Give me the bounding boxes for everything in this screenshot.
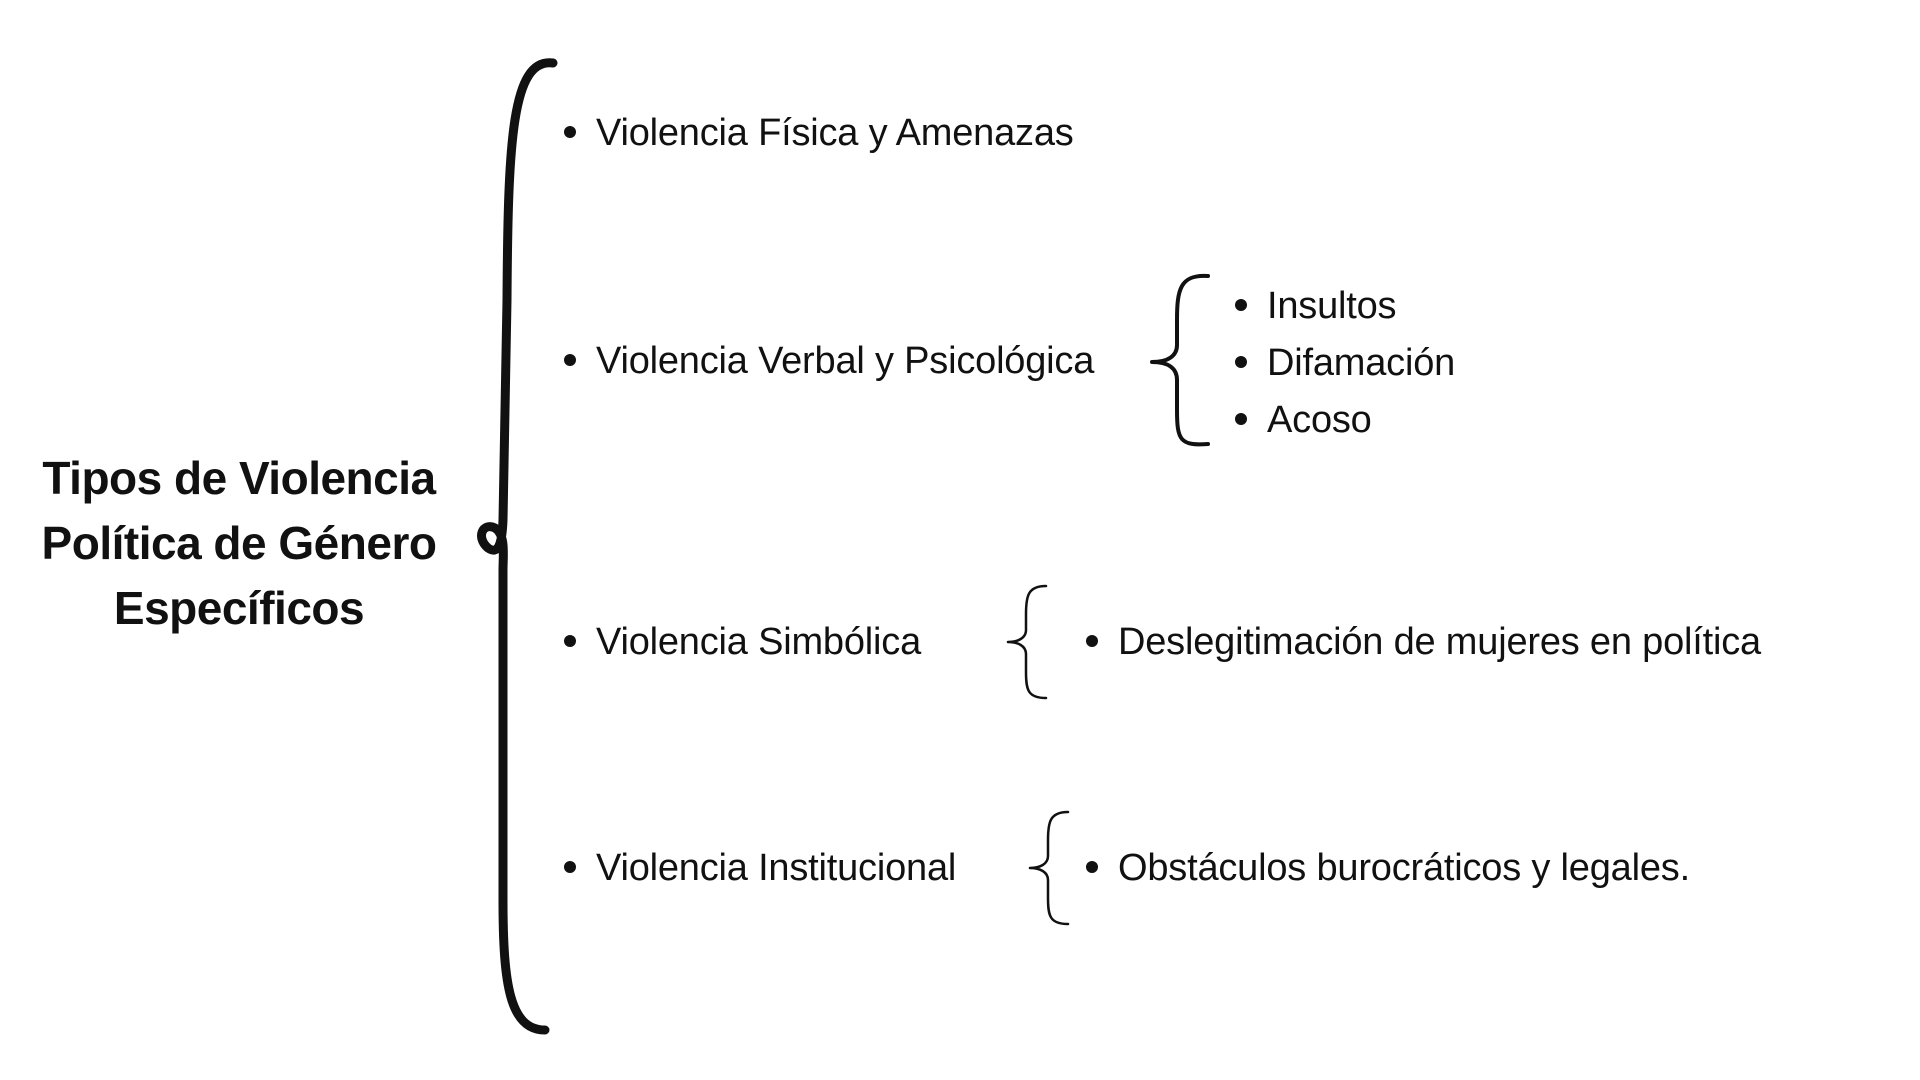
brace-institucional — [1028, 810, 1070, 926]
category-label: Violencia Simbólica — [596, 621, 922, 663]
title-line-1: Tipos de Violencia — [42, 452, 436, 504]
bullet-dot — [564, 353, 576, 366]
main-brace — [477, 58, 558, 1035]
title-line-2: Política de Género — [41, 517, 437, 569]
subitem-label: Insultos — [1267, 285, 1397, 327]
subitem-insultos: Insultos — [1235, 283, 1397, 329]
bullet-dot — [564, 860, 576, 873]
category-fisica: Violencia Física y Amenazas — [564, 110, 1074, 156]
subitem-obstaculos: Obstáculos burocráticos y legales. — [1086, 845, 1690, 891]
category-label: Violencia Institucional — [596, 847, 957, 889]
bullet-dot — [1235, 355, 1247, 368]
subitem-label: Difamación — [1267, 342, 1456, 384]
subitem-label: Obstáculos burocráticos y legales. — [1118, 847, 1690, 889]
bullet-dot — [564, 125, 576, 138]
category-label: Violencia Física y Amenazas — [596, 112, 1074, 154]
brace-simbolica — [1006, 584, 1048, 700]
bullet-dot — [1235, 412, 1247, 425]
title-line-3: Específicos — [113, 582, 365, 634]
bullet-dot — [1086, 634, 1098, 647]
brace-verbal — [1150, 273, 1210, 447]
category-verbal: Violencia Verbal y Psicológica — [564, 338, 1094, 384]
category-simbolica: Violencia Simbólica — [564, 619, 921, 665]
category-institucional: Violencia Institucional — [564, 845, 956, 891]
subitem-label: Deslegitimación de mujeres en política — [1118, 621, 1761, 663]
subitem-label: Acoso — [1267, 399, 1372, 441]
bullet-dot — [1235, 298, 1247, 311]
bullet-dot — [564, 634, 576, 647]
subitem-deslegitimacion: Deslegitimación de mujeres en política — [1086, 619, 1761, 665]
bullet-dot — [1086, 860, 1098, 873]
category-label: Violencia Verbal y Psicológica — [596, 340, 1095, 382]
subitem-difamacion: Difamación — [1235, 340, 1455, 386]
diagram-title: Tipos de Violencia Política de Género Es… — [20, 446, 458, 641]
subitem-acoso: Acoso — [1235, 397, 1372, 443]
